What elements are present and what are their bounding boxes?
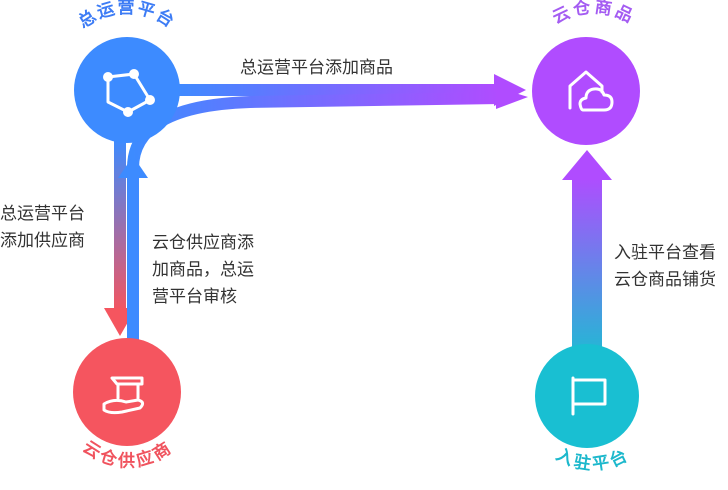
edge-label-supplier-to-goods: 云仓供应商添 加商品，总运 营平台审核	[152, 230, 254, 311]
arrow-settled-to-goods	[562, 150, 612, 366]
node-settled[interactable]: 入驻平台	[535, 344, 639, 475]
edge-label-line: 云仓商品铺货	[614, 270, 716, 290]
node-supplier[interactable]: 云仓供应商	[73, 338, 181, 471]
house-cloud-icon	[568, 70, 614, 112]
node-cloud-goods[interactable]: 云仓商品	[532, 0, 640, 145]
edge-label-line: 加商品，总运	[152, 260, 254, 280]
node-cloud-goods-label: 云仓商品	[549, 0, 638, 28]
edge-label-line: 添加供应商	[0, 231, 85, 251]
edge-label-hq-to-goods: 总运营平台添加商品	[240, 58, 393, 78]
node-hq-label: 总运营平台	[74, 0, 179, 33]
edge-label-line: 入驻平台查看	[614, 243, 716, 263]
node-hq[interactable]: 总运营平台	[74, 0, 180, 143]
edge-label-line: 营平台审核	[152, 287, 237, 307]
edge-label-line: 云仓供应商添	[152, 233, 254, 253]
edge-label-hq-to-supplier: 总运营平台 添加供应商	[0, 201, 85, 255]
arrow-supplier-to-goods	[118, 87, 528, 352]
edge-label-line: 总运营平台	[0, 204, 85, 224]
polygon-nodes-icon	[103, 69, 155, 117]
node-settled-label: 入驻平台	[553, 444, 633, 475]
flag-icon	[571, 376, 607, 416]
hand-box-icon	[102, 376, 145, 415]
edge-label-settled-to-goods: 入驻平台查看 云仓商品铺货	[614, 240, 716, 294]
